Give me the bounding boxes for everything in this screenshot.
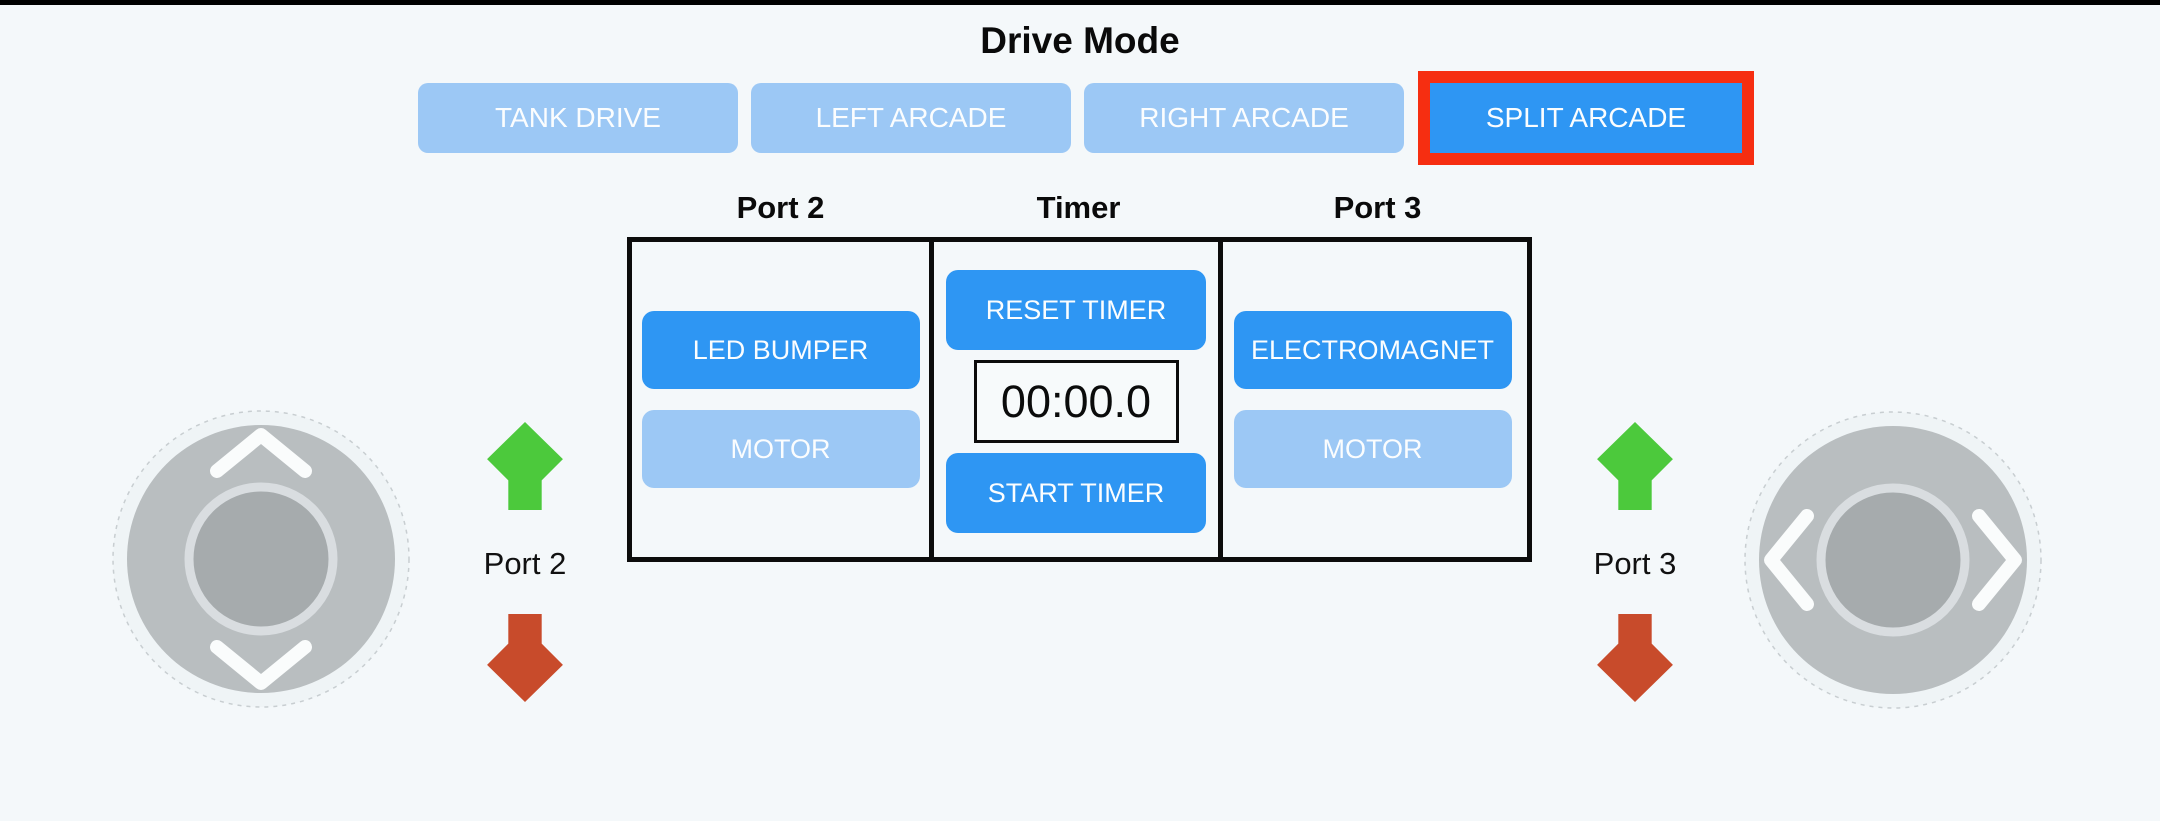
port2-indicator: Port 2 [465,422,585,702]
start-timer-button[interactable]: START TIMER [946,453,1206,533]
joystick-knob[interactable] [1816,483,1970,637]
port3-motor-button[interactable]: MOTOR [1233,410,1512,488]
port3-column-header: Port 3 [1333,190,1422,225]
right-joystick-graphic [1744,411,2042,709]
port3-indicator-label: Port 3 [1593,546,1677,581]
port2-indicator-label: Port 2 [483,546,567,581]
drive-mode-button-row: TANK DRIVE LEFT ARCADE RIGHT ARCADE SPLI… [0,83,2160,153]
port2-motor-button[interactable]: MOTOR [641,410,920,488]
port3-column: ELECTROMAGNET MOTOR [1223,242,1522,557]
joystick-knob[interactable] [184,482,338,636]
control-panel: LED BUMPER MOTOR RESET TIMER 00:00.0 STA… [627,237,1532,562]
port3-indicator: Port 3 [1575,422,1695,702]
right-arcade-button[interactable]: RIGHT ARCADE [1084,83,1404,153]
timer-display: 00:00.0 [973,360,1179,443]
chevron-down-icon [210,640,312,690]
timer-column: RESET TIMER 00:00.0 START TIMER [934,242,1223,557]
left-joystick[interactable] [111,409,411,709]
right-joystick[interactable] [1743,410,2043,710]
reset-timer-button[interactable]: RESET TIMER [946,270,1206,350]
top-bar [0,0,2160,5]
red-down-arrow-icon [487,614,563,702]
green-up-arrow-icon [487,422,563,510]
chevron-left-icon [1764,509,1814,611]
split-arcade-button[interactable]: SPLIT ARCADE [1430,83,1742,153]
tank-drive-button[interactable]: TANK DRIVE [418,83,738,153]
left-arcade-button[interactable]: LEFT ARCADE [751,83,1071,153]
port2-column: LED BUMPER MOTOR [632,242,934,557]
led-bumper-button[interactable]: LED BUMPER [641,311,920,389]
port2-column-header: Port 2 [736,190,825,225]
electromagnet-button[interactable]: ELECTROMAGNET [1233,311,1512,389]
timer-column-header: Timer [1036,190,1121,225]
drive-mode-title: Drive Mode [980,20,1180,61]
chevron-up-icon [210,428,312,478]
left-joystick-graphic [112,410,410,708]
green-up-arrow-icon [1597,422,1673,510]
chevron-right-icon [1972,509,2022,611]
red-down-arrow-icon [1597,614,1673,702]
